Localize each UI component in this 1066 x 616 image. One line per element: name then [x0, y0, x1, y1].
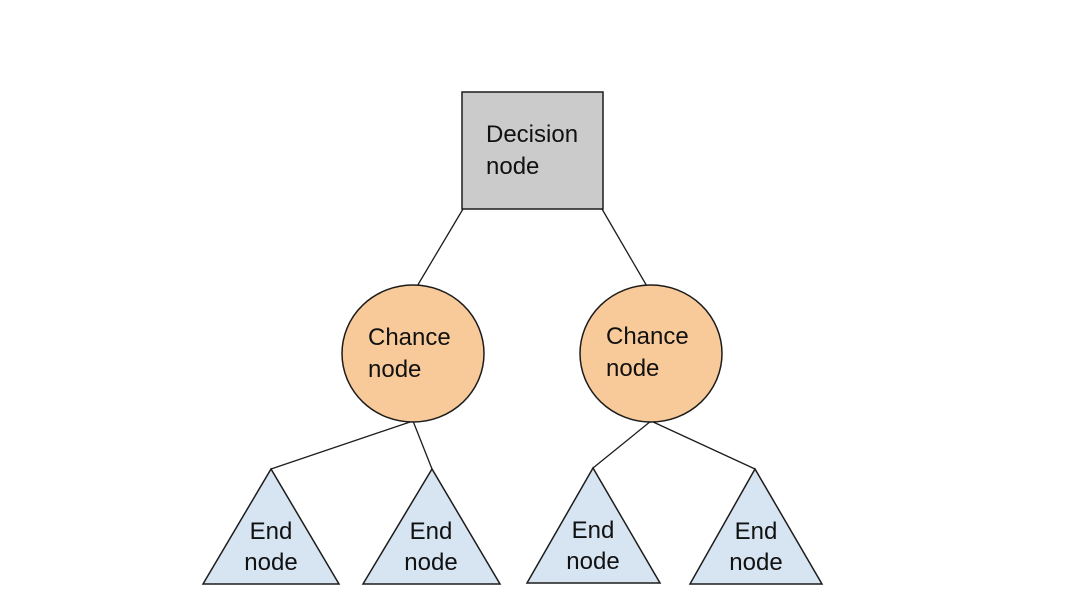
decision-node-shape — [461, 91, 604, 210]
end-node-3-label-line1: End — [572, 517, 615, 544]
edge-decision-to-chance-left — [415, 208, 464, 289]
end-node-2-shape — [361, 467, 502, 585]
chance-node-left-label-line2: node — [368, 356, 421, 383]
chance-node-right-shape — [579, 284, 723, 423]
decision-node-label-line2: node — [486, 153, 539, 180]
chance-node-right-label-line1: Chance — [606, 323, 689, 350]
end-node-3-label-line2: node — [566, 548, 619, 575]
edge-chance-left-to-end-1 — [270, 420, 414, 470]
end-node-4-label-line1: End — [735, 518, 778, 545]
end-node-3-shape — [525, 466, 662, 584]
end-node-2-label-line2: node — [404, 549, 457, 576]
end-node-1-label-line2: node — [244, 549, 297, 576]
edge-decision-to-chance-right — [601, 208, 649, 289]
chance-node-left-shape — [341, 284, 485, 423]
end-node-4-shape — [688, 467, 824, 585]
end-node-4-label-line2: node — [729, 549, 782, 576]
edge-chance-right-to-end-3 — [592, 420, 652, 469]
decision-node-label-line1: Decision — [486, 121, 578, 148]
edge-chance-right-to-end-4 — [650, 420, 756, 470]
end-node-1-shape — [201, 467, 341, 585]
end-node-2-label-line1: End — [410, 518, 453, 545]
end-node-1-label-line1: End — [250, 518, 293, 545]
chance-node-right-label-line2: node — [606, 355, 659, 382]
edge-chance-left-to-end-2 — [412, 420, 433, 470]
chance-node-left-label-line1: Chance — [368, 324, 451, 351]
